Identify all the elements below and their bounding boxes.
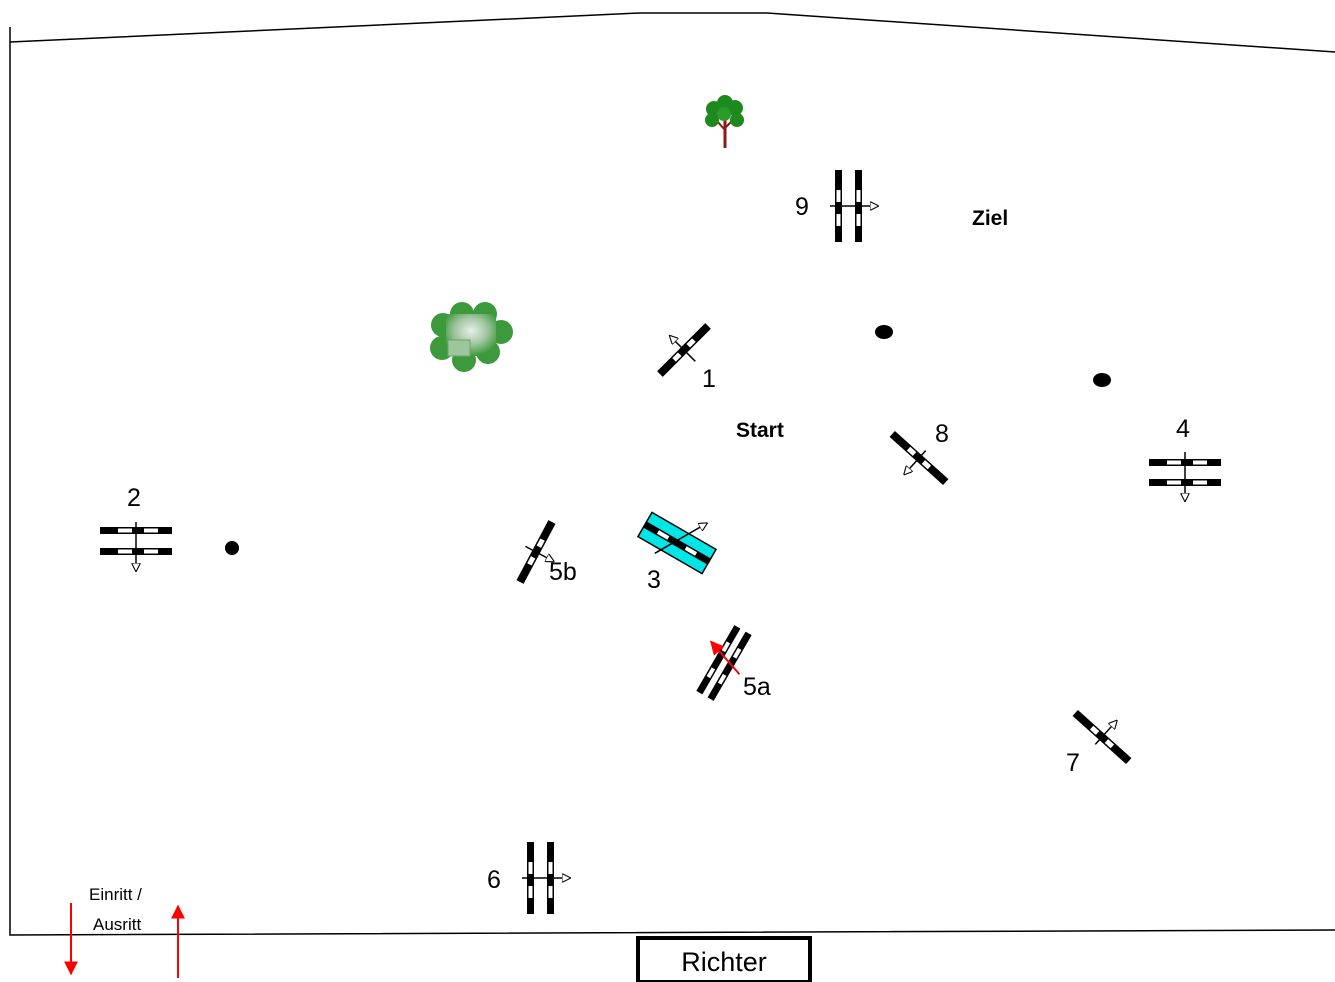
obstacle-2	[100, 522, 172, 571]
marker-dot	[875, 325, 893, 339]
obstacle-5a	[696, 625, 752, 701]
obstacle-7	[1072, 709, 1132, 765]
obstacle-number-5a: 5a	[743, 673, 771, 701]
bush-icon	[430, 302, 513, 372]
obstacle-number-1: 1	[702, 365, 716, 393]
judge-box: Richter	[636, 936, 812, 982]
obstacle-number-5b: 5b	[549, 558, 577, 586]
arena-outline	[9, 12, 1335, 936]
obstacle-3	[636, 511, 718, 575]
obstacle-number-7: 7	[1066, 749, 1080, 777]
marker-dot	[1093, 373, 1111, 387]
obstacle-6	[522, 842, 570, 914]
obstacle-number-9: 9	[795, 193, 809, 221]
obstacle-4	[1149, 452, 1221, 501]
obstacle-8	[889, 430, 949, 486]
obstacle-number-8: 8	[935, 420, 949, 448]
obstacle-1	[657, 323, 711, 377]
finish-label: Ziel	[972, 207, 1008, 230]
obstacle-number-4: 4	[1176, 415, 1190, 443]
obstacle-5b	[516, 520, 569, 584]
entrance-label-line-1: Einritt /	[89, 885, 142, 904]
start-label: Start	[736, 419, 784, 442]
obstacle-9	[830, 170, 878, 242]
obstacle-number-3: 3	[647, 566, 661, 594]
course-markers	[225, 325, 1111, 555]
obstacle-number-6: 6	[487, 866, 501, 894]
tree-icon	[705, 95, 744, 148]
entrance-label-line-2: Ausritt	[93, 915, 141, 934]
entrance-exit: Einritt / Ausritt	[64, 885, 185, 978]
judge-label: Richter	[681, 947, 767, 977]
marker-dot	[225, 541, 239, 555]
obstacle-number-2: 2	[127, 484, 141, 512]
